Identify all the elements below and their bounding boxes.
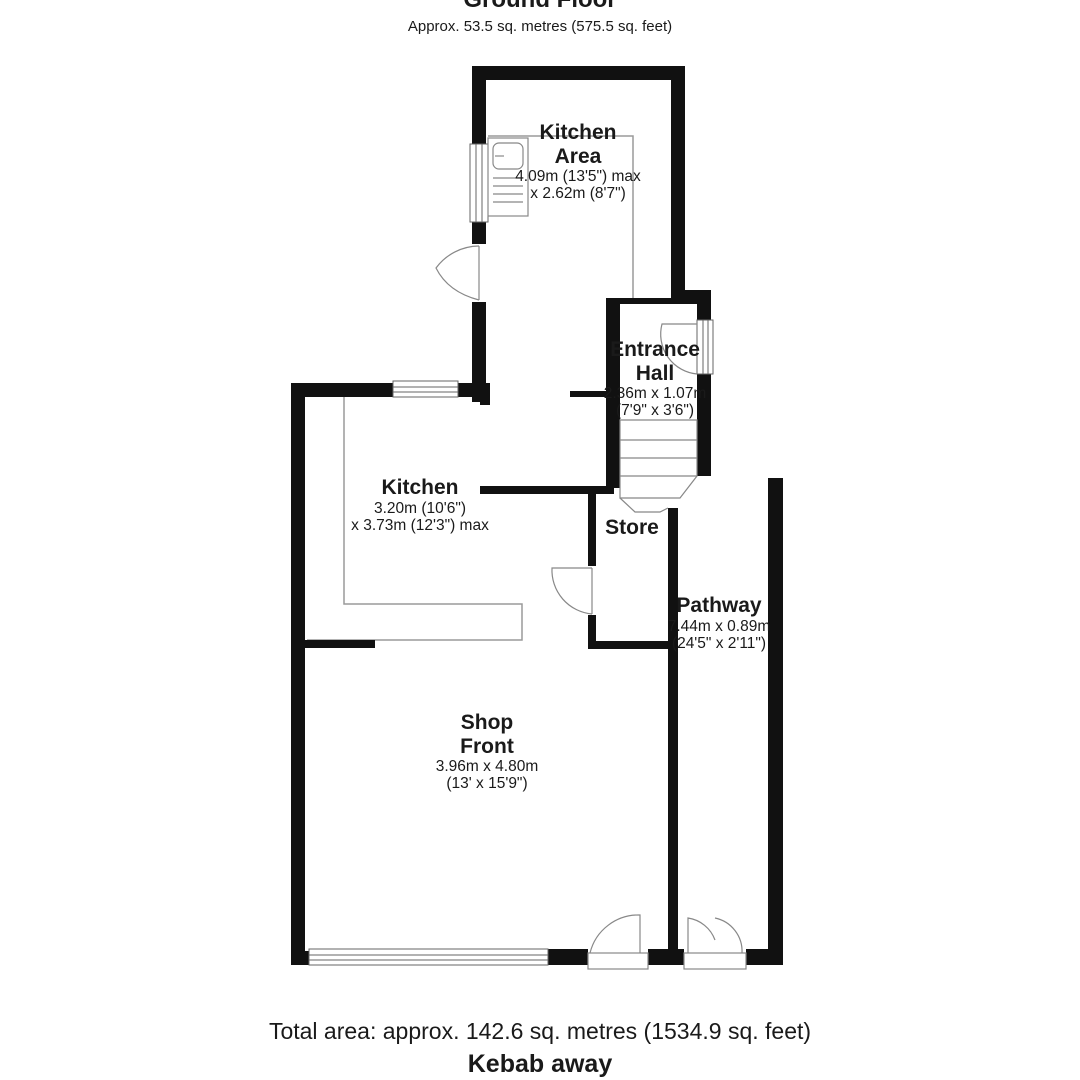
- kitchen-counters: [307, 135, 634, 641]
- room-name: Kitchen: [381, 476, 459, 499]
- room-pathway: Pathway 7.44m x 0.89m (24'5" x 2'11"): [650, 594, 788, 652]
- window-kitchen: [392, 380, 459, 398]
- room-dimensions: x 3.73m (12'3") max: [351, 516, 489, 534]
- room-name: Shop: [460, 711, 514, 734]
- window-shop-front: [308, 948, 549, 966]
- floor-area: Approx. 53.5 sq. metres (575.5 sq. feet): [407, 18, 673, 35]
- window-kitchen-area: [469, 143, 489, 223]
- room-dimensions: 4.09m (13'5") max: [515, 168, 641, 186]
- room-name: Kitchen: [539, 121, 617, 144]
- door-kitchen-area: [435, 245, 480, 301]
- room-dimensions: (24'5" x 2'11"): [671, 634, 767, 652]
- room-store: Store: [596, 516, 668, 540]
- door-shop-front: [587, 914, 649, 970]
- door-pathway: [683, 917, 747, 970]
- room-name: Area: [554, 144, 602, 168]
- total-area: Total area: approx. 142.6 sq. metres (15…: [268, 1018, 812, 1044]
- room-name: Hall: [635, 361, 675, 385]
- room-dimensions: 3.96m x 4.80m: [435, 758, 539, 776]
- room-name: Pathway: [676, 594, 762, 617]
- room-name: Front: [460, 734, 514, 758]
- room-dimensions: 7.44m x 0.89m: [667, 617, 771, 635]
- property-name: Kebab away: [467, 1050, 613, 1078]
- room-kitchen: Kitchen 3.20m (10'6") x 3.73m (12'3") ma…: [330, 476, 510, 534]
- room-shop-front: Shop Front 3.96m x 4.80m (13' x 15'9"): [397, 711, 577, 793]
- staircase: [619, 419, 698, 513]
- room-name: Store: [605, 516, 659, 539]
- room-dimensions: 3.20m (10'6"): [373, 499, 467, 517]
- room-dimensions: (7'9" x 3'6"): [615, 402, 695, 420]
- room-entrance-hall: Entrance Hall 2.36m x 1.07m (7'9" x 3'6"…: [584, 338, 726, 420]
- door-entrance: [660, 323, 698, 375]
- room-dimensions: x 2.62m (8'7"): [530, 185, 626, 203]
- room-dimensions: 2.36m x 1.07m: [603, 385, 707, 403]
- floor-title: Ground Floor: [0, 0, 1080, 14]
- room-name: Entrance: [610, 338, 700, 361]
- sink-icon: [487, 137, 529, 217]
- window-entrance-hall: [696, 319, 714, 375]
- room-dimensions: (13' x 15'9"): [446, 775, 528, 793]
- door-store: [551, 567, 593, 615]
- room-kitchen-area: Kitchen Area 4.09m (13'5") max x 2.62m (…: [498, 121, 658, 203]
- walls: [291, 66, 783, 965]
